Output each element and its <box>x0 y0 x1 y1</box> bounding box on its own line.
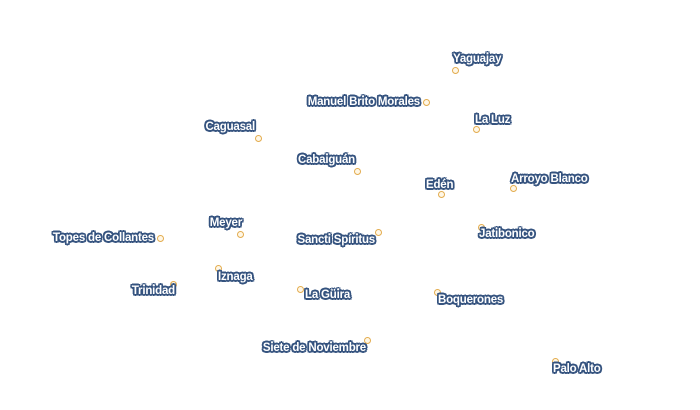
place-label: Siete de Noviembre <box>262 342 366 354</box>
place-marker[interactable] <box>451 66 459 74</box>
place-label: Cabaiguán <box>298 154 355 166</box>
place-label: La Güira <box>305 289 351 301</box>
place-marker[interactable] <box>254 134 262 142</box>
place-label: Arroyo Blanco <box>511 173 588 185</box>
place-marker[interactable] <box>551 357 559 365</box>
place-marker[interactable] <box>236 230 244 238</box>
place-marker[interactable] <box>363 336 371 344</box>
place-label: Boquerones <box>438 294 504 306</box>
place-label: Iznaga <box>218 271 253 283</box>
place-marker[interactable] <box>296 285 304 293</box>
place-label: Topes de Collantes <box>53 232 154 244</box>
place-label: Jatibonico <box>479 228 535 240</box>
place-marker[interactable] <box>437 190 445 198</box>
place-label: Palo Alto <box>553 363 601 375</box>
place-marker[interactable] <box>422 98 430 106</box>
place-marker[interactable] <box>214 264 222 272</box>
place-label: La Luz <box>475 114 511 126</box>
place-marker[interactable] <box>472 125 480 133</box>
place-label: Trinidad <box>131 285 175 297</box>
place-label: Meyer <box>209 217 242 229</box>
place-label: Edén <box>426 179 454 191</box>
place-label: Caguasal <box>205 121 255 133</box>
place-label: Manuel Brito Morales <box>307 96 421 108</box>
place-marker[interactable] <box>477 223 485 231</box>
place-marker[interactable] <box>433 288 441 296</box>
place-label: Sancti Spíritus <box>297 234 375 246</box>
place-marker[interactable] <box>374 228 382 236</box>
place-marker[interactable] <box>156 234 164 242</box>
place-marker[interactable] <box>353 167 361 175</box>
place-label: Yaguajay <box>453 53 502 65</box>
place-marker[interactable] <box>169 280 177 288</box>
place-marker[interactable] <box>509 184 517 192</box>
